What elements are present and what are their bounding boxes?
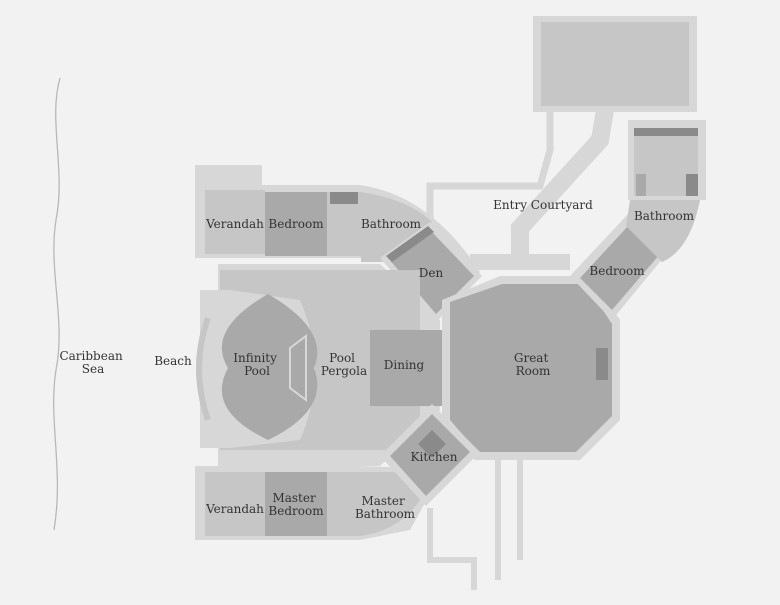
label-bathroom-right: Bathroom — [634, 209, 695, 223]
kitchen-island — [418, 430, 446, 458]
master-bedroom-area — [265, 472, 327, 536]
guest-fixture — [686, 174, 698, 196]
bathroom-top-area — [361, 192, 432, 262]
label-beach: Beach — [154, 354, 192, 368]
label-pool-pergola: Pool Pergola — [321, 351, 367, 378]
right-bathroom-area — [626, 200, 700, 262]
label-entry-courtyard: Entry Courtyard — [493, 198, 593, 212]
label-kitchen: Kitchen — [411, 450, 458, 464]
label-dining: Dining — [384, 358, 425, 372]
service-path-left — [427, 508, 477, 590]
den-area — [388, 230, 474, 314]
guest-fixture-2 — [636, 174, 646, 196]
verandah-bottom-area — [205, 472, 265, 536]
courtyard-path-right — [511, 108, 614, 258]
label-bedroom-right: Bedroom — [589, 264, 645, 278]
label-verandah-top: Verandah — [205, 217, 264, 231]
courtyard-step — [470, 254, 570, 270]
garage — [541, 22, 689, 106]
infinity-pool-area — [221, 294, 318, 440]
label-master-bathroom: Master Bathroom — [355, 494, 416, 521]
label-master-bedroom: Master Bedroom — [268, 491, 324, 518]
label-bathroom-top: Bathroom — [361, 217, 422, 231]
label-verandah-bottom: Verandah — [205, 502, 264, 516]
guest-block-counter — [634, 128, 698, 136]
pool-edge — [196, 316, 211, 421]
label-great-room: Great Room — [514, 351, 552, 378]
great-room-area — [450, 284, 612, 452]
label-caribbean-sea: Caribbean Sea — [59, 349, 126, 376]
top-vanity — [330, 192, 358, 204]
great-room-fireplace — [596, 348, 608, 380]
shoreline — [53, 77, 61, 531]
pool-steps — [289, 334, 307, 402]
label-bedroom-top: Bedroom — [268, 217, 324, 231]
bedroom-top-area — [265, 192, 327, 256]
den-bar — [386, 226, 434, 262]
master-closet-area — [327, 472, 361, 536]
verandah-top-area — [205, 190, 265, 254]
label-infinity-pool: Infinity Pool — [233, 351, 280, 378]
label-den: Den — [419, 266, 444, 280]
master-bathroom-area — [361, 472, 420, 536]
dining-area — [370, 330, 450, 406]
right-bedroom-area — [580, 224, 660, 310]
